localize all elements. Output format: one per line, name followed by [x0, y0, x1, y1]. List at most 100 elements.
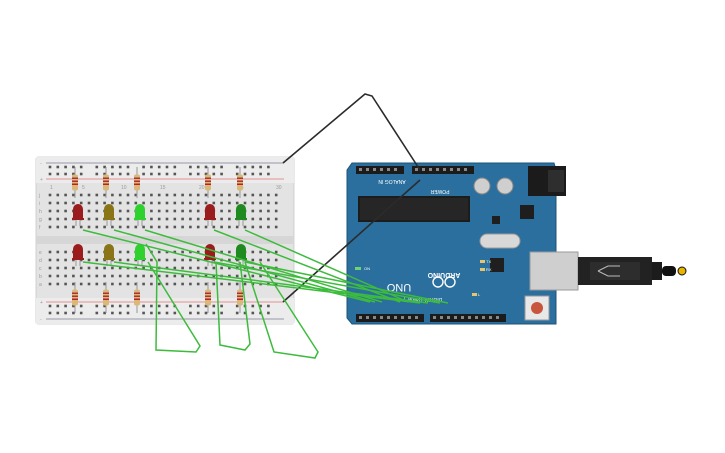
breadboard-hole[interactable] — [103, 225, 106, 229]
header-pin[interactable] — [436, 168, 439, 171]
breadboard-hole[interactable] — [48, 193, 52, 197]
breadboard-hole[interactable] — [251, 193, 255, 197]
header-pin[interactable] — [415, 168, 418, 171]
breadboard-hole[interactable] — [181, 274, 184, 278]
header-pin[interactable] — [387, 316, 390, 319]
breadboard-hole[interactable] — [196, 193, 200, 197]
resistor[interactable] — [72, 282, 78, 313]
breadboard-hole[interactable] — [56, 250, 60, 254]
breadboard-hole[interactable] — [173, 225, 177, 229]
breadboard-hole[interactable] — [56, 266, 60, 270]
rail-hole[interactable] — [267, 304, 270, 308]
breadboard-hole[interactable] — [204, 274, 208, 278]
rail-hole[interactable] — [150, 165, 153, 169]
breadboard-hole[interactable] — [72, 225, 75, 229]
rail-hole[interactable] — [56, 165, 60, 169]
breadboard-hole[interactable] — [118, 225, 122, 229]
breadboard-hole[interactable] — [228, 274, 231, 278]
rail-hole[interactable] — [267, 165, 270, 169]
breadboard-hole[interactable] — [56, 201, 60, 205]
rail-hole[interactable] — [111, 165, 114, 169]
breadboard-hole[interactable] — [64, 225, 67, 229]
resistor[interactable] — [72, 167, 78, 198]
header-pin[interactable] — [387, 168, 390, 171]
breadboard-hole[interactable] — [196, 217, 200, 221]
breadboard-hole[interactable] — [259, 217, 262, 221]
rail-hole[interactable] — [165, 165, 169, 169]
breadboard-hole[interactable] — [157, 274, 161, 278]
breadboard-hole[interactable] — [142, 201, 145, 205]
rail-hole[interactable] — [196, 165, 200, 169]
breadboard-hole[interactable] — [274, 217, 278, 221]
breadboard-hole[interactable] — [267, 209, 270, 213]
breadboard-hole[interactable] — [118, 258, 122, 262]
green-wire-8[interactable] — [213, 261, 441, 304]
header-pin[interactable] — [429, 168, 432, 171]
breadboard-hole[interactable] — [134, 201, 138, 205]
breadboard-hole[interactable] — [196, 201, 200, 205]
rail-hole[interactable] — [204, 165, 208, 169]
header-pin[interactable] — [394, 168, 397, 171]
breadboard-hole[interactable] — [243, 274, 247, 278]
breadboard-hole[interactable] — [95, 274, 99, 278]
breadboard-hole[interactable] — [204, 225, 208, 229]
breadboard-hole[interactable] — [173, 274, 177, 278]
breadboard-hole[interactable] — [111, 266, 114, 270]
breadboard-hole[interactable] — [228, 201, 231, 205]
breadboard-hole[interactable] — [173, 209, 177, 213]
breadboard-hole[interactable] — [220, 201, 223, 205]
rail-hole[interactable] — [220, 304, 223, 308]
rail-hole[interactable] — [72, 172, 75, 176]
breadboard-hole[interactable] — [157, 201, 161, 205]
rail-hole[interactable] — [118, 172, 122, 176]
rail-hole[interactable] — [103, 172, 106, 176]
breadboard-hole[interactable] — [142, 274, 145, 278]
rail-hole[interactable] — [220, 165, 223, 169]
rail-hole[interactable] — [243, 165, 247, 169]
rail-hole[interactable] — [243, 311, 247, 315]
resistor[interactable] — [237, 167, 243, 198]
rail-hole[interactable] — [95, 311, 99, 315]
rail-hole[interactable] — [196, 172, 200, 176]
resistor[interactable] — [205, 167, 211, 198]
breadboard-hole[interactable] — [118, 250, 122, 254]
breadboard-hole[interactable] — [150, 209, 153, 213]
breadboard-hole[interactable] — [56, 282, 60, 286]
rail-hole[interactable] — [48, 165, 52, 169]
breadboard-hole[interactable] — [64, 209, 67, 213]
rail-hole[interactable] — [103, 304, 106, 308]
rail-hole[interactable] — [204, 172, 208, 176]
breadboard-hole[interactable] — [95, 250, 99, 254]
rail-hole[interactable] — [79, 165, 83, 169]
breadboard-hole[interactable] — [251, 209, 255, 213]
breadboard-hole[interactable] — [173, 258, 177, 262]
breadboard-hole[interactable] — [243, 225, 247, 229]
rail-hole[interactable] — [111, 311, 114, 315]
header-pin[interactable] — [415, 316, 418, 319]
breadboard-hole[interactable] — [157, 217, 161, 221]
breadboard-hole[interactable] — [228, 266, 231, 270]
breadboard-hole[interactable] — [64, 250, 67, 254]
rail-hole[interactable] — [173, 165, 177, 169]
rail-hole[interactable] — [64, 172, 67, 176]
header-pin[interactable] — [401, 316, 404, 319]
rail-hole[interactable] — [251, 165, 255, 169]
breadboard-hole[interactable] — [126, 193, 130, 197]
breadboard-hole[interactable] — [165, 193, 169, 197]
breadboard-hole[interactable] — [87, 193, 91, 197]
rail-hole[interactable] — [48, 172, 52, 176]
breadboard-hole[interactable] — [189, 217, 192, 221]
breadboard-hole[interactable] — [126, 274, 130, 278]
breadboard-hole[interactable] — [142, 225, 145, 229]
green-wire-7[interactable] — [113, 261, 429, 304]
breadboard-hole[interactable] — [64, 282, 67, 286]
rail-hole[interactable] — [56, 172, 60, 176]
green-wire-9[interactable] — [244, 261, 449, 304]
yellow-led-2[interactable] — [103, 244, 115, 266]
breadboard-hole[interactable] — [228, 193, 231, 197]
rail-hole[interactable] — [79, 304, 83, 308]
header-pin[interactable] — [380, 316, 383, 319]
leds[interactable] — [72, 204, 247, 266]
breadboard-hole[interactable] — [157, 250, 161, 254]
